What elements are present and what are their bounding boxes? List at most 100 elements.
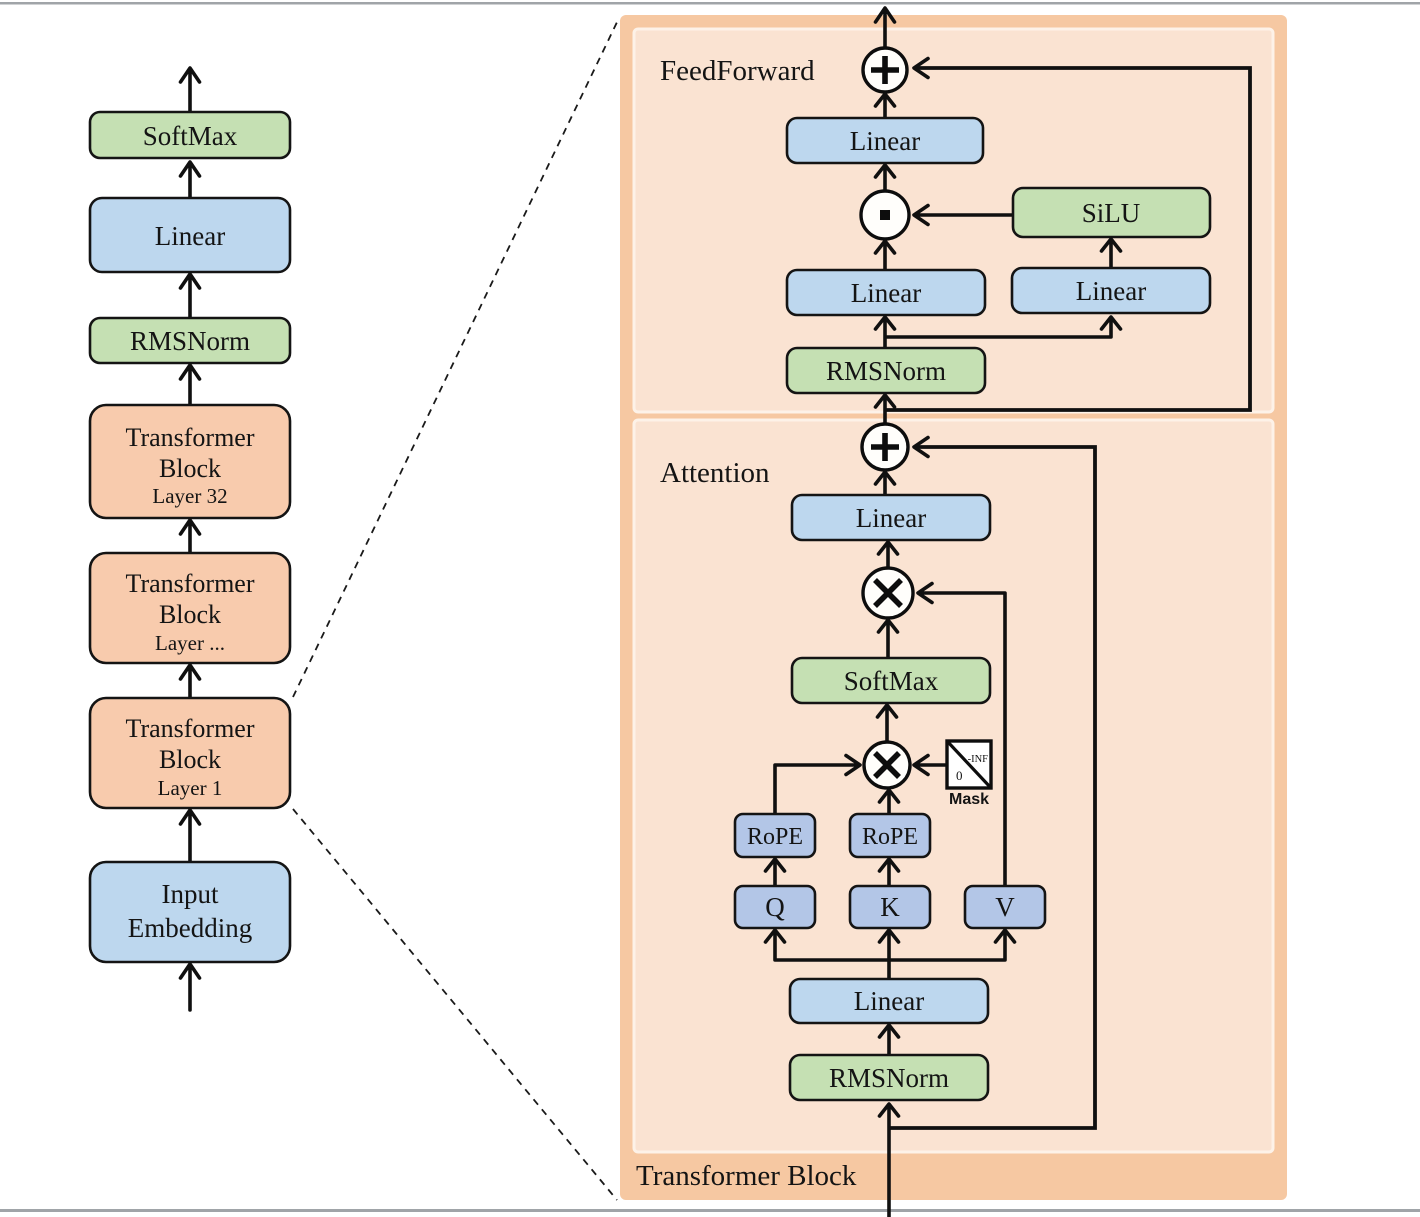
arrow-matmul2-to-softmax (875, 703, 899, 744)
top-frame-line (0, 2, 1420, 5)
softmax-box-label: SoftMax (143, 121, 238, 151)
final-rmsnorm-label: RMSNorm (130, 326, 250, 356)
tb1-line2: Block (159, 745, 221, 774)
arrow-ropek-to-matmul2 (877, 788, 901, 816)
arrow-rmsnorm-to-linear (178, 272, 202, 320)
arrow-block1-up (178, 663, 202, 700)
k-label: K (880, 892, 900, 922)
tb1-line1: Transformer (125, 714, 254, 743)
arrow-gate-to-dot (873, 239, 897, 272)
attn-linear-in-box (788, 977, 990, 1025)
attn-rmsnorm-box (788, 1053, 990, 1102)
silu-label: SiLU (1082, 198, 1141, 228)
softmax-box (88, 110, 292, 160)
arrow-block32-up (178, 363, 202, 407)
ff-linear-up-label: Linear (1076, 276, 1146, 306)
rope-k-box (848, 812, 932, 859)
tbdots-line1: Transformer (125, 569, 254, 598)
tbdots-line3: Layer ... (155, 631, 225, 655)
arrow-ropeq-to-matmul2 (773, 753, 862, 816)
transformer-block-title: Transformer Block (636, 1160, 857, 1192)
arrow-mask-to-matmul2 (912, 753, 947, 777)
ff-linear-gate-label: Linear (851, 278, 921, 308)
arrow-rms-to-linearin (877, 1023, 901, 1057)
attn-residual-arrowhead (912, 435, 930, 459)
matmul-icon (861, 566, 915, 620)
ff-residual-line (885, 66, 1252, 412)
rope-q-label: RoPE (747, 824, 803, 850)
add-icon (861, 46, 909, 94)
final-rmsnorm-box (88, 316, 292, 365)
ff-rmsnorm-box (785, 346, 987, 395)
linear-head-label: Linear (155, 221, 225, 251)
arrow-blockdots-up (178, 518, 202, 555)
tb1-line3: Layer 1 (158, 776, 223, 800)
tb32-line1: Transformer (125, 423, 254, 452)
rope-k-label: RoPE (862, 824, 918, 850)
mask-neg-inf-label: -INF (968, 754, 989, 765)
arrow-embedding-up (178, 808, 202, 864)
arrow-q-to-rope (763, 857, 787, 888)
rope-q-box (733, 812, 817, 859)
v-box (963, 884, 1047, 930)
arrow-model-input (178, 962, 202, 1012)
arrow-dot-to-linearout (873, 163, 897, 193)
arrow-silu-to-dot (912, 203, 1015, 227)
attn-rmsnorm-label: RMSNorm (829, 1063, 949, 1093)
linear-head-box (88, 196, 292, 274)
input-embedding-box (88, 860, 292, 964)
feedforward-detail: Linear SiLU Linear Linear RMSNorm (785, 6, 1252, 426)
add-icon (860, 422, 910, 472)
k-box (848, 884, 932, 930)
mask-zero-label: 0 (956, 768, 963, 783)
bottom-frame-line (0, 1209, 1420, 1212)
model-stack: SoftMax Linear RMSNorm Transformer Block… (88, 66, 292, 1012)
arrow-v-to-matmul1 (916, 581, 1007, 888)
transformer-block-dots-box (88, 551, 292, 665)
arrow-linear-to-softmax (178, 160, 202, 200)
attn-linear-out-box (790, 493, 992, 542)
ff-linear-out-box (785, 116, 985, 165)
zoom-link-line-top (292, 17, 620, 698)
ff-linear-gate-box (785, 268, 987, 317)
tbdots-line2: Block (159, 600, 221, 629)
attn-linear-in-label: Linear (854, 986, 924, 1016)
arrow-softmax-output (178, 66, 202, 114)
ff-rmsnorm-label: RMSNorm (826, 356, 946, 386)
v-label: V (995, 892, 1015, 922)
tb32-line2: Block (159, 454, 221, 483)
transformer-block-1-box (88, 696, 292, 810)
attention-label: Attention (660, 457, 770, 489)
input-embedding-line1: Input (162, 879, 219, 909)
feedforward-label: FeedForward (660, 55, 815, 87)
arrow-qkv-split (763, 928, 1017, 981)
zoom-link-line-bottom (292, 808, 618, 1201)
silu-box (1011, 186, 1212, 239)
arrow-attnlinear-to-add (873, 470, 897, 497)
transformer-block-32-box (88, 403, 292, 520)
arrow-k-to-rope (877, 857, 901, 888)
tb32-line3: Layer 32 (152, 484, 227, 508)
attn-softmax-box (790, 656, 992, 705)
ff-linear-up-box (1010, 266, 1212, 315)
q-label: Q (765, 892, 785, 922)
arrow-ffrms-branch (873, 315, 1123, 350)
arrow-softmax-to-matmul1 (876, 618, 900, 660)
arrow-linearout-to-add (873, 92, 897, 120)
elementwise-product-icon (859, 189, 911, 241)
attn-linear-out-label: Linear (856, 503, 926, 533)
q-box (733, 884, 817, 930)
arrow-ff-output (873, 6, 897, 49)
ff-linear-out-label: Linear (850, 126, 920, 156)
arrow-up-to-silu (1099, 237, 1123, 270)
attn-residual-line (889, 445, 1097, 1130)
ff-residual-arrowhead (912, 56, 930, 80)
input-embedding-line2: Embedding (128, 913, 252, 943)
matmul-icon (862, 740, 912, 790)
mask-label: Mask (949, 791, 989, 808)
arrow-matmul1-to-linear (876, 540, 900, 570)
arrow-into-ffrms (873, 393, 897, 426)
attention-detail: Linear SoftMax -INF 0 Mask RoPE RoPE (733, 422, 1097, 1217)
attn-softmax-label: SoftMax (844, 666, 939, 696)
